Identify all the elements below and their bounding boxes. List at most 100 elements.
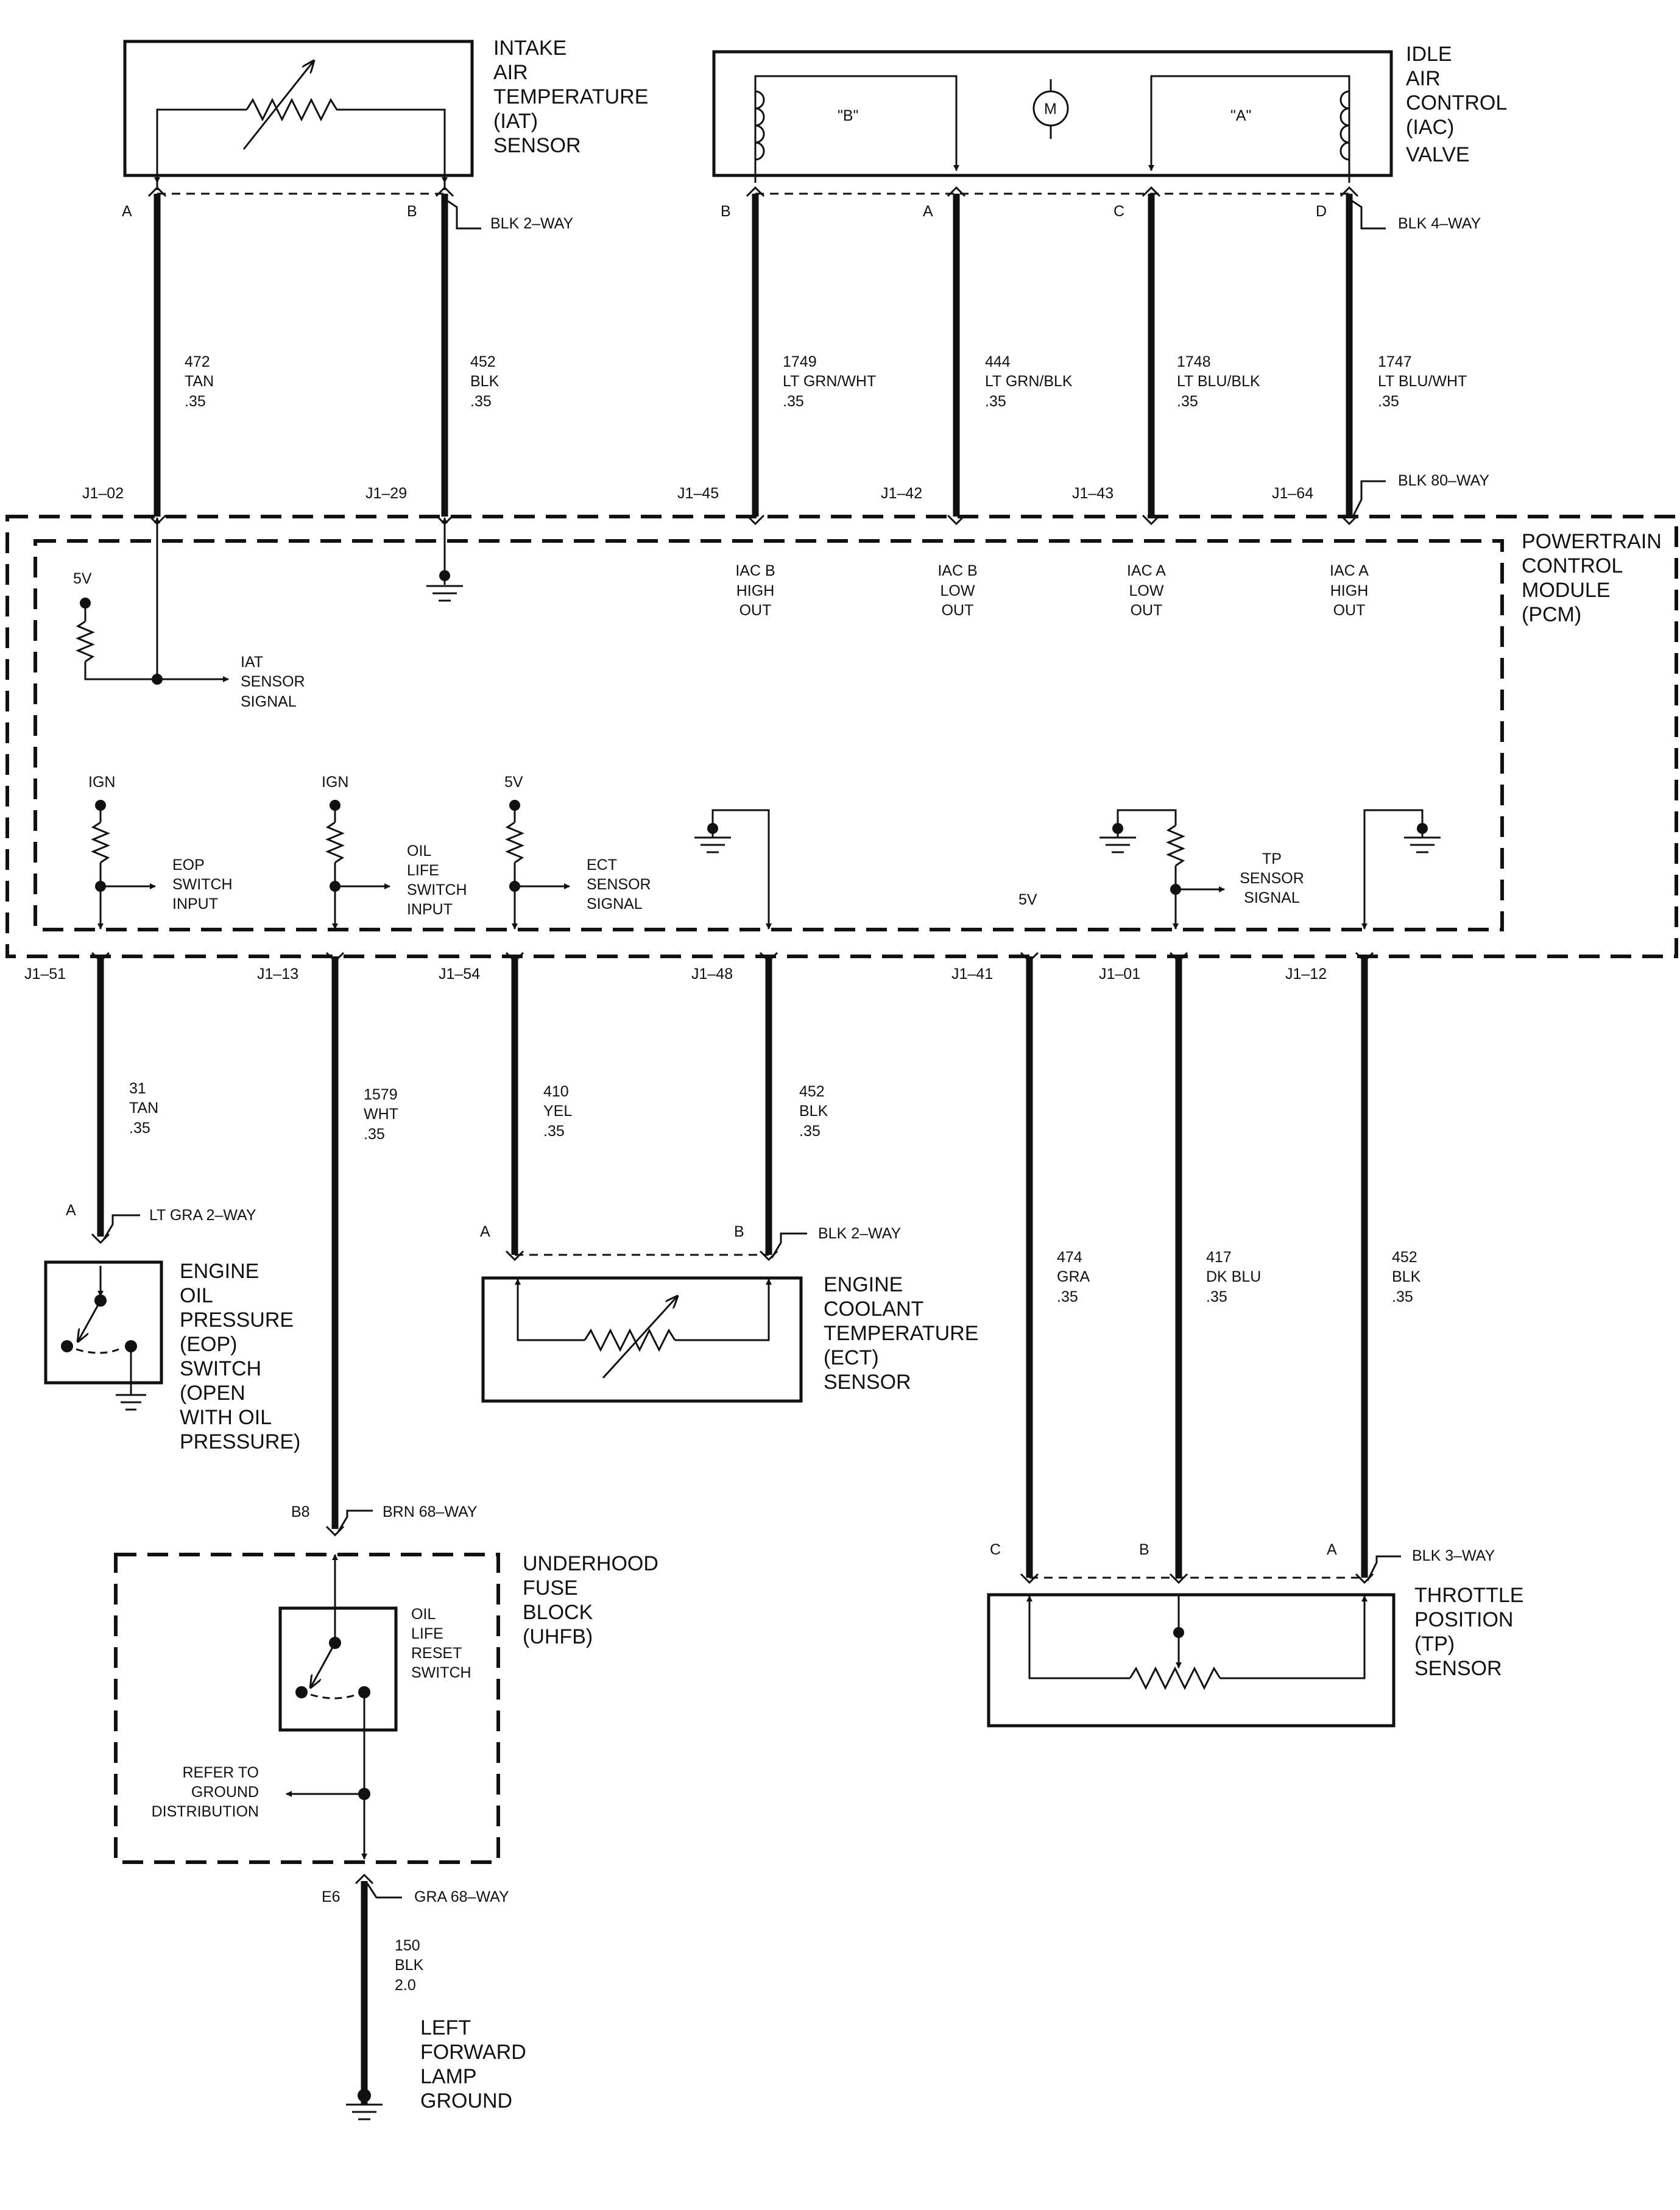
top-wire-labels: 472 TAN .35 452 BLK .35 1749 LT GRN/WHT …: [185, 353, 1467, 410]
svg-text:J1–48: J1–48: [691, 966, 733, 983]
svg-text:.35: .35: [543, 1123, 565, 1140]
eop-switch: [44, 1260, 163, 1411]
svg-text:BLK: BLK: [799, 1103, 828, 1120]
pcm-5v-tp-label: 5V: [1018, 891, 1037, 908]
svg-text:IAC B: IAC B: [937, 562, 977, 579]
uhfb-top-connector-name: BRN 68–WAY: [383, 1503, 478, 1520]
svg-text:J1–41: J1–41: [951, 966, 993, 983]
pcm-5v-ect-label: 5V: [504, 774, 523, 791]
svg-text:J1–64: J1–64: [1272, 485, 1313, 502]
svg-text:(EOP): (EOP): [180, 1333, 237, 1356]
svg-text:DK BLU: DK BLU: [1206, 1268, 1261, 1285]
svg-text:MODULE: MODULE: [1522, 579, 1610, 602]
pcm-ect-circuit: [505, 800, 570, 930]
svg-text:J1–51: J1–51: [24, 966, 66, 983]
svg-text:GRA: GRA: [1057, 1268, 1090, 1285]
svg-text:.35: .35: [985, 393, 1006, 410]
svg-text:A: A: [66, 1202, 76, 1219]
svg-text:410: 410: [543, 1083, 569, 1100]
bottom-wire-labels: 31 TAN .35 1579 WHT .35 410 YEL .35 452 …: [129, 1080, 1421, 1994]
ect-signal-label: ECT SENSOR SIGNAL: [587, 856, 651, 913]
svg-text:1749: 1749: [783, 353, 817, 370]
svg-text:WHT: WHT: [364, 1106, 398, 1123]
svg-text:CONTROL: CONTROL: [1522, 554, 1623, 577]
svg-text:1579: 1579: [364, 1086, 398, 1103]
ground-icon: [426, 517, 463, 602]
svg-text:LOW: LOW: [1129, 582, 1164, 599]
svg-text:VALVE: VALVE: [1406, 143, 1470, 166]
pcm-oil-life-circuit: [325, 800, 390, 930]
iat-sensor: [123, 40, 474, 190]
svg-text:SENSOR: SENSOR: [1414, 1657, 1502, 1680]
oil-life-input-label: OIL LIFE SWITCH INPUT: [407, 842, 467, 918]
tp-connector-leader: [1366, 1555, 1401, 1581]
svg-text:SIGNAL: SIGNAL: [1244, 889, 1300, 906]
svg-text:LIFE: LIFE: [407, 862, 439, 879]
svg-text:POSITION: POSITION: [1414, 1608, 1513, 1631]
svg-text:TAN: TAN: [129, 1100, 158, 1117]
svg-text:ECT: ECT: [587, 856, 617, 874]
svg-text:RESET: RESET: [411, 1645, 462, 1662]
svg-text:(OPEN: (OPEN: [180, 1382, 245, 1405]
svg-text:DISTRIBUTION: DISTRIBUTION: [152, 1803, 259, 1820]
pcm-ect-ground: [694, 809, 772, 930]
svg-text:.35: .35: [799, 1123, 821, 1140]
svg-text:(ECT): (ECT): [824, 1346, 879, 1369]
pcm-title: POWERTRAIN CONTROL MODULE (PCM): [1522, 530, 1662, 626]
iac-connector-leader: [1352, 200, 1386, 230]
svg-text:TEMPERATURE: TEMPERATURE: [824, 1322, 978, 1345]
svg-text:(IAC): (IAC): [1406, 116, 1454, 139]
tp-pin-labels: C B A: [990, 1541, 1337, 1558]
eop-connector-leader: [102, 1214, 140, 1240]
svg-text:GROUND: GROUND: [191, 1784, 259, 1801]
pcm-bottom-pin-labels: J1–51 J1–13 J1–54 J1–48 J1–41 J1–01 J1–1…: [24, 966, 1327, 983]
iac-valve-title: IDLE AIR CONTROL (IAC) VALVE: [1406, 43, 1507, 166]
svg-text:B: B: [407, 203, 417, 220]
svg-text:YEL: YEL: [543, 1103, 572, 1120]
svg-text:HIGH: HIGH: [736, 582, 775, 599]
svg-text:EOP: EOP: [172, 856, 205, 874]
svg-text:1748: 1748: [1177, 353, 1211, 370]
svg-text:(IAT): (IAT): [493, 110, 538, 133]
svg-text:CONTROL: CONTROL: [1406, 91, 1507, 115]
svg-text:472: 472: [185, 353, 210, 370]
iac-motor-label: M: [1044, 101, 1057, 118]
svg-text:INPUT: INPUT: [172, 895, 218, 913]
uhfb-boundary: [114, 1553, 500, 1864]
pcm-inner-boundary: [34, 539, 1504, 931]
svg-text:SENSOR: SENSOR: [1240, 870, 1304, 887]
svg-text:IAT: IAT: [241, 654, 263, 671]
svg-text:31: 31: [129, 1080, 146, 1097]
iac-coil-b-label: "B": [838, 107, 858, 124]
oil-life-reset-switch: [278, 1554, 398, 1860]
svg-text:J1–42: J1–42: [881, 485, 922, 502]
eop-switch-title: ENGINE OIL PRESSURE (EOP) SWITCH (OPEN W…: [180, 1260, 300, 1453]
pcm-iat-circuit: [76, 517, 229, 685]
svg-text:LOW: LOW: [941, 582, 975, 599]
uhfb-title: UNDERHOOD FUSE BLOCK (UHFB): [523, 1552, 658, 1648]
svg-text:BLOCK: BLOCK: [523, 1601, 593, 1624]
svg-text:C: C: [1114, 203, 1124, 220]
svg-text:J1–02: J1–02: [82, 485, 124, 502]
ect-connector-name: BLK 2–WAY: [818, 1225, 901, 1242]
eop-connector-name: LT GRA 2–WAY: [149, 1207, 256, 1224]
svg-text:.35: .35: [1378, 393, 1399, 410]
svg-text:B: B: [734, 1223, 744, 1240]
pcm-ign-2-label: IGN: [322, 774, 348, 791]
pcm-eop-circuit: [91, 800, 156, 930]
bottom-wires: [97, 956, 1368, 2105]
svg-text:AIR: AIR: [1406, 67, 1441, 90]
svg-text:LT BLU/BLK: LT BLU/BLK: [1177, 373, 1260, 390]
svg-text:A: A: [923, 203, 933, 220]
svg-text:ENGINE: ENGINE: [824, 1273, 903, 1296]
svg-text:2.0: 2.0: [395, 1977, 416, 1994]
svg-text:BLK: BLK: [1392, 1268, 1421, 1285]
svg-text:IAC B: IAC B: [735, 562, 775, 579]
svg-text:LEFT: LEFT: [420, 2016, 471, 2039]
svg-text:.35: .35: [1177, 393, 1198, 410]
eop-input-label: EOP SWITCH INPUT: [172, 856, 233, 913]
pcm-iac-labels: IAC B HIGH OUT IAC B LOW OUT IAC A LOW O…: [735, 562, 1369, 619]
svg-text:.35: .35: [783, 393, 804, 410]
svg-text:HIGH: HIGH: [1330, 582, 1369, 599]
svg-text:444: 444: [985, 353, 1011, 370]
